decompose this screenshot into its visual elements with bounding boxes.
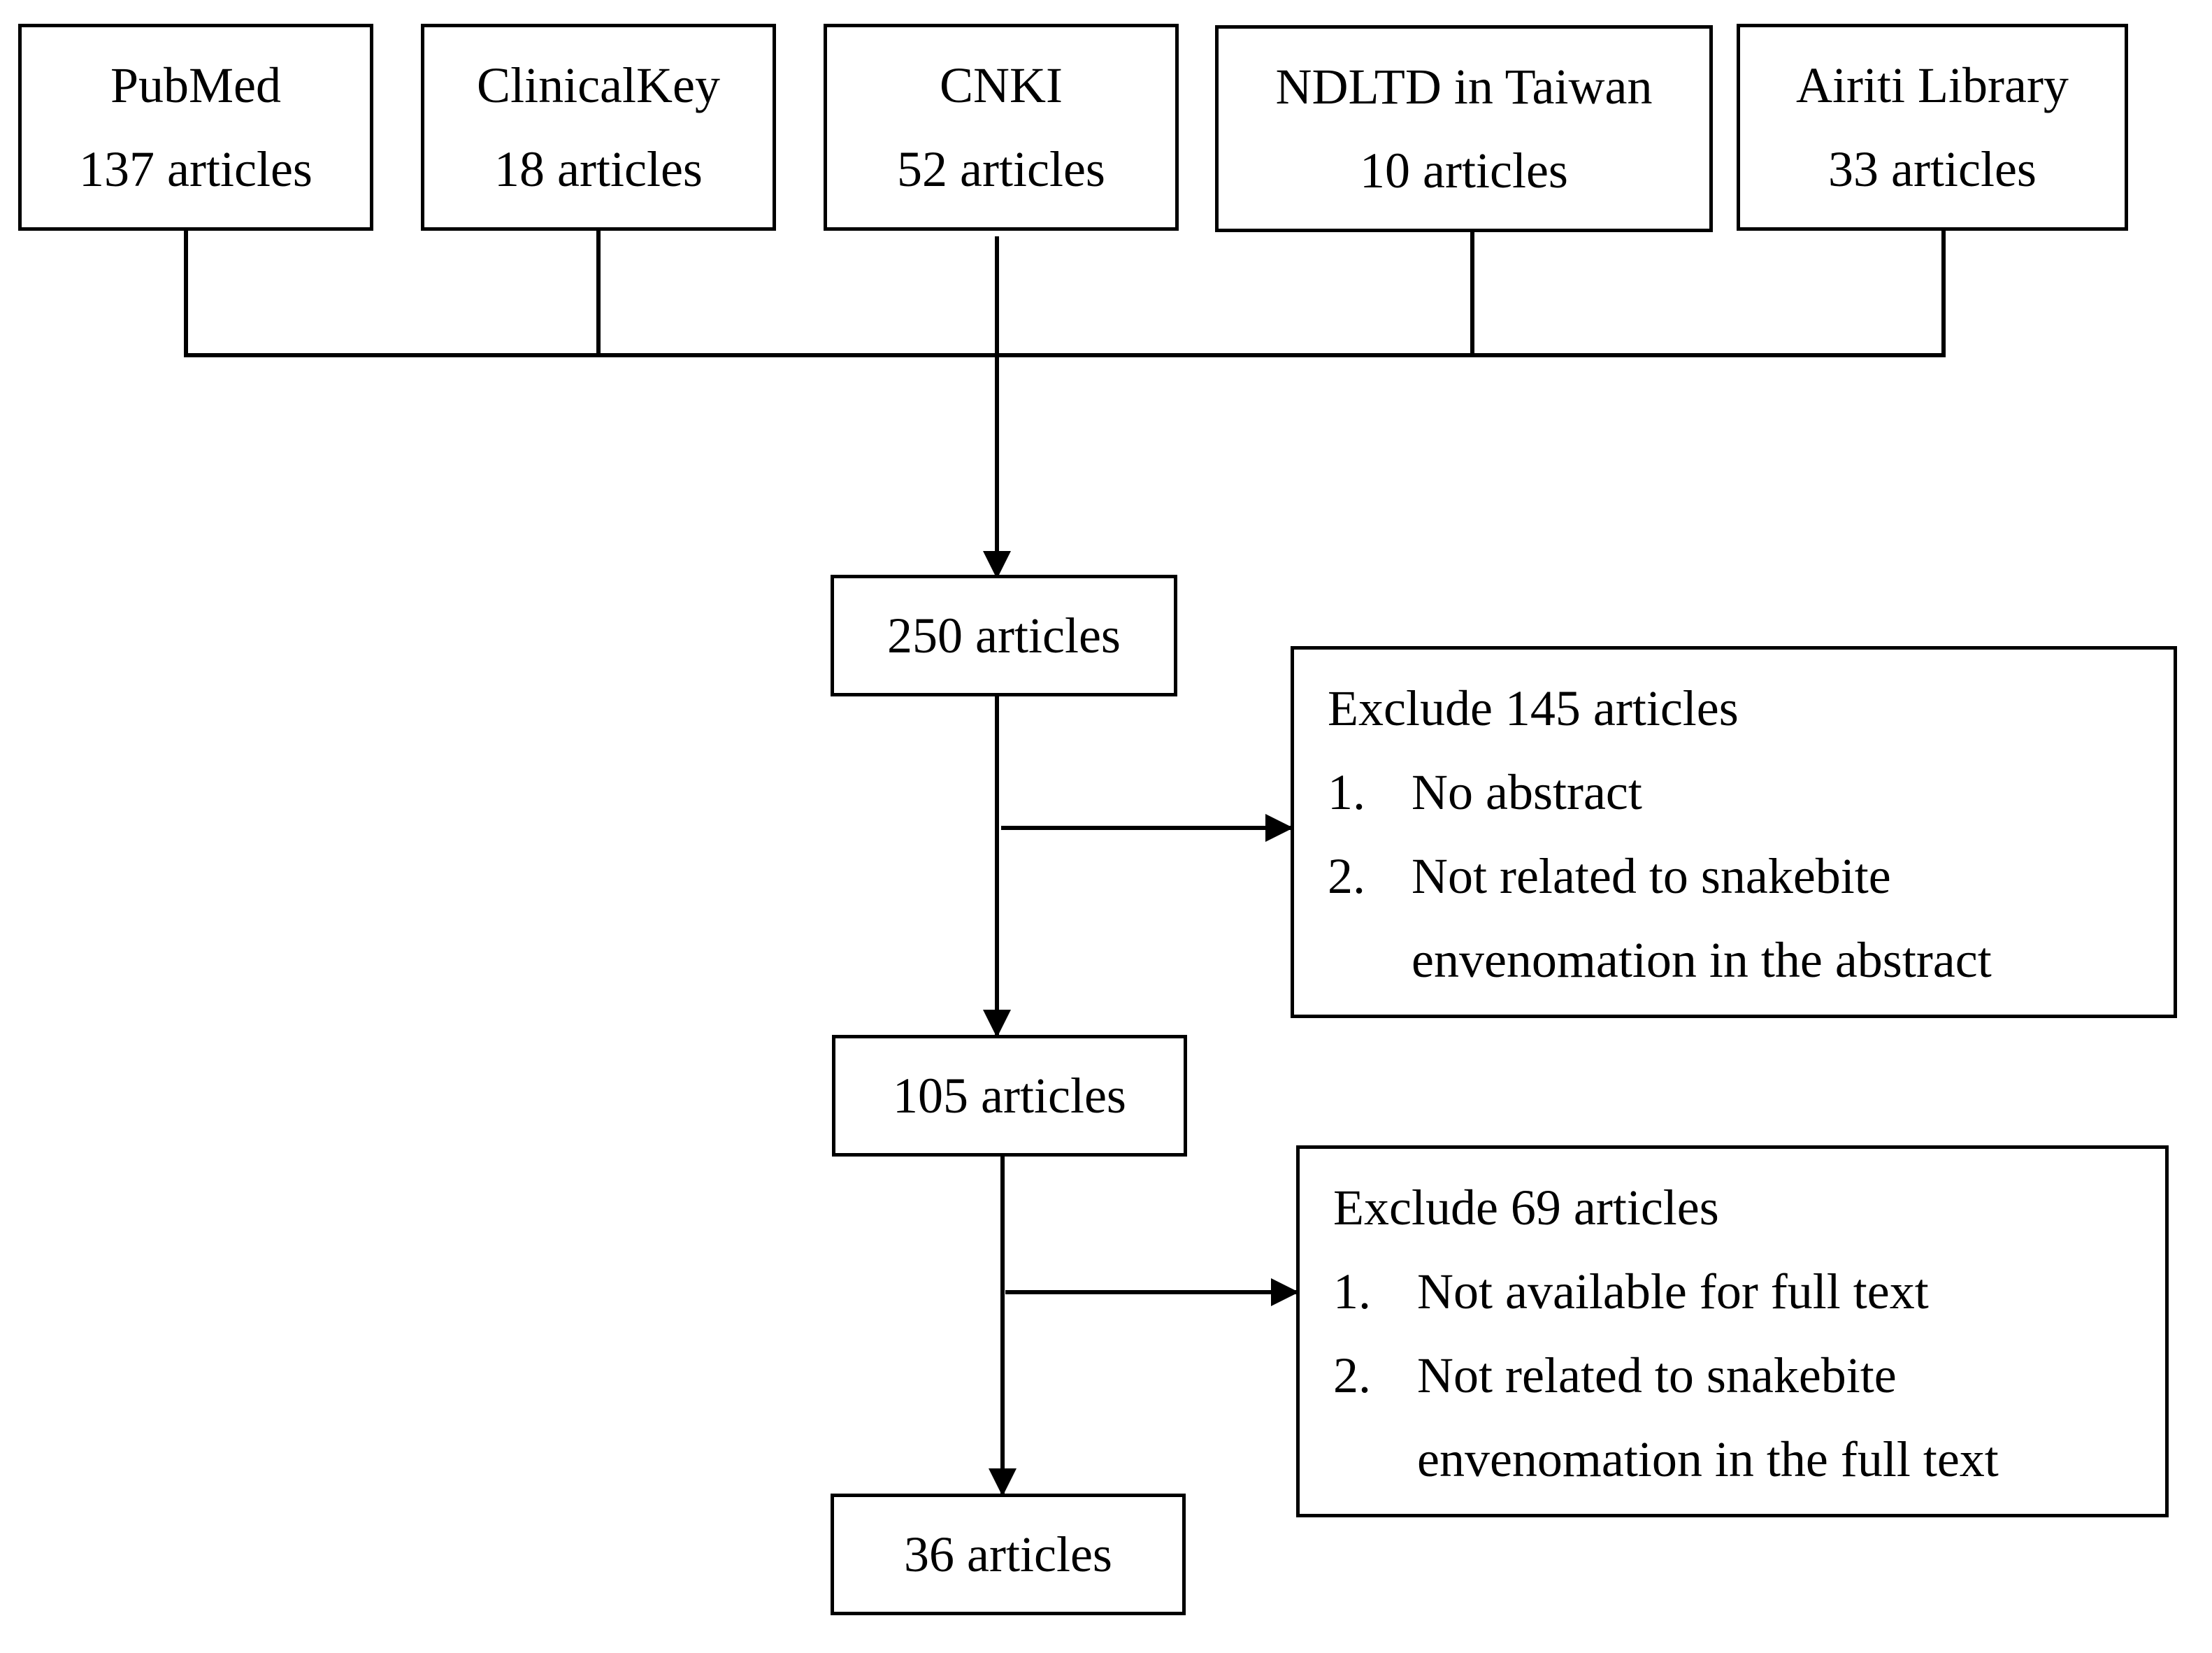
- source-name: NDLTD in Taiwan: [1275, 59, 1653, 115]
- exclusion-reason-2: 2. Not related to snakebite: [1333, 1333, 2165, 1417]
- reason-text: Not related to snakebite: [1412, 848, 1891, 904]
- source-box-clinicalkey: ClinicalKey 18 articles: [421, 24, 776, 231]
- source-name: PubMed: [110, 57, 282, 113]
- stage-count: 250 articles: [887, 607, 1121, 664]
- reason-continuation: envenomation in the abstract: [1412, 932, 1992, 988]
- source-box-pubmed: PubMed 137 articles: [18, 24, 373, 231]
- stage-box-250: 250 articles: [831, 575, 1177, 696]
- reason-number: 2.: [1333, 1347, 1371, 1403]
- source-count: 10 articles: [1360, 143, 1568, 199]
- exclusion-reason-1: 1. No abstract: [1328, 750, 2174, 834]
- stage-box-105: 105 articles: [832, 1035, 1187, 1157]
- source-count: 52 articles: [897, 141, 1105, 197]
- source-name: Airiti Library: [1796, 57, 2069, 113]
- source-count: 33 articles: [1828, 141, 2037, 197]
- source-name: CNKI: [940, 57, 1063, 113]
- reason-number: 1.: [1333, 1264, 1371, 1319]
- exclusion-reason-2: 2. Not related to snakebite: [1328, 834, 2174, 918]
- reason-continuation: envenomation in the full text: [1417, 1431, 1999, 1487]
- stage-count: 36 articles: [904, 1526, 1112, 1582]
- source-box-ndltd: NDLTD in Taiwan 10 articles: [1215, 25, 1713, 232]
- exclusion-reason-1: 1. Not available for full text: [1333, 1250, 2165, 1333]
- reason-number: 1.: [1328, 764, 1365, 820]
- reason-number: 2.: [1328, 848, 1365, 904]
- reason-text: No abstract: [1412, 764, 1642, 820]
- reason-text: Not related to snakebite: [1417, 1347, 1897, 1403]
- source-name: ClinicalKey: [477, 57, 720, 113]
- stage-box-36: 36 articles: [831, 1494, 1186, 1615]
- stage-count: 105 articles: [893, 1067, 1126, 1124]
- exclusion-box-69: Exclude 69 articles 1. Not available for…: [1296, 1145, 2169, 1517]
- source-box-airiti: Airiti Library 33 articles: [1737, 24, 2128, 231]
- source-box-cnki: CNKI 52 articles: [824, 24, 1179, 231]
- exclusion-title: Exclude 145 articles: [1328, 680, 1739, 736]
- exclusion-title: Exclude 69 articles: [1333, 1180, 1719, 1236]
- source-count: 137 articles: [79, 141, 313, 197]
- reason-text: Not available for full text: [1417, 1264, 1929, 1319]
- source-count: 18 articles: [494, 141, 703, 197]
- exclusion-box-145: Exclude 145 articles 1. No abstract 2. N…: [1291, 646, 2177, 1018]
